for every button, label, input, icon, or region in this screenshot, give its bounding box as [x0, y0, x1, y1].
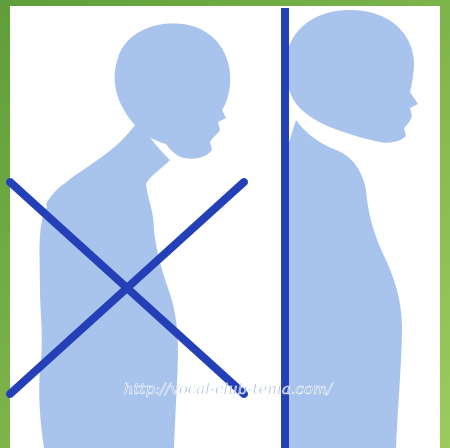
watermark-text: http://vocal-club-tenia.com/ — [124, 380, 334, 398]
